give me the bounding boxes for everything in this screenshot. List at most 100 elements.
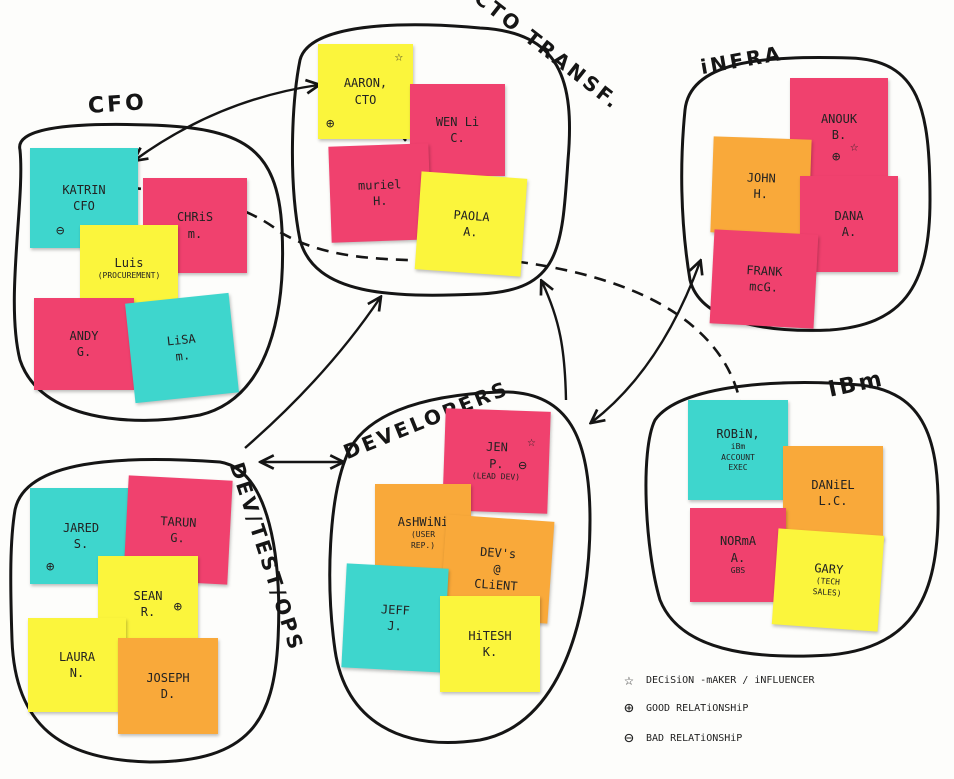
note-text: A. — [730, 550, 746, 565]
note-text: (LEAD DEV) — [471, 470, 521, 482]
legend-decision-maker: ☆ DECiSiON -mAKER / iNFLUENCER — [620, 670, 815, 689]
note-text: A. — [841, 225, 857, 239]
good-relationship-icon: ⊕ — [173, 599, 182, 615]
note-text: CLiENT — [473, 576, 518, 594]
sticky-note-luis: Luis (PROCUREMENT) — [80, 225, 178, 311]
sticky-note-laura: LAURA N. — [28, 618, 126, 712]
note-text: ACCOUNT — [721, 452, 755, 462]
cfo-cluster-label: CFO — [87, 89, 148, 120]
note-text: K. — [482, 645, 498, 659]
note-text: ROBiN, — [716, 426, 760, 441]
note-text: JEN — [485, 440, 509, 455]
good-relationship-icon: ⊕ — [624, 698, 634, 717]
decision-maker-star-icon: ☆ — [850, 139, 859, 155]
sticky-note-lisa: LiSA m. — [125, 292, 239, 404]
note-text: GBS — [730, 565, 746, 575]
note-text: muriel — [357, 177, 402, 193]
note-text: JOHN — [746, 170, 776, 186]
note-text: SALES) — [812, 587, 842, 599]
note-text: JARED — [62, 520, 100, 535]
note-text: R. — [140, 605, 156, 619]
note-text: C. — [450, 131, 465, 145]
note-text: REP.) — [410, 541, 436, 551]
note-text: SEAN — [133, 588, 163, 603]
note-text: G. — [76, 345, 92, 359]
note-text: mcG. — [748, 279, 779, 295]
note-text: m. — [174, 348, 191, 364]
note-text: ANDY — [69, 328, 99, 343]
bad-relationship-icon: ⊖ — [56, 223, 65, 239]
note-text: @ — [492, 561, 502, 577]
sticky-note-daniel: DANiEL L.C. — [783, 446, 883, 540]
note-text: LiSA — [166, 331, 197, 349]
note-text: GARY — [813, 561, 844, 578]
note-text: D. — [160, 687, 176, 701]
note-text: CHRiS — [176, 210, 214, 225]
note-text: A. — [462, 224, 479, 240]
sticky-note-andy: ANDY G. — [34, 298, 134, 390]
note-text: WEN Li — [435, 114, 480, 129]
legend-good-relationship: ⊕ GOOD RELATiONSHiP — [620, 700, 748, 716]
note-text: AARON, — [343, 76, 388, 91]
note-text: N. — [69, 666, 85, 680]
arrow-cfo-cto — [135, 85, 318, 160]
sticky-note-jeff: JEFF J. — [341, 563, 449, 673]
note-text: L.C. — [818, 494, 848, 508]
sticky-note-joseph: JOSEPH D. — [118, 638, 218, 734]
arrow-developers-infra — [592, 262, 700, 422]
sticky-note-robin: ROBiN, iBm ACCOUNT EXEC — [688, 400, 788, 500]
bad-relationship-icon: ⊖ — [518, 457, 528, 475]
decision-maker-star-icon: ☆ — [526, 434, 536, 451]
note-text: H. — [753, 186, 769, 202]
cto-cluster-outline — [290, 23, 572, 297]
legend-bad-relationship-text: BAD RELATiONSHiP — [646, 732, 743, 744]
note-text: CTO — [354, 92, 377, 107]
note-text: DANA — [834, 208, 864, 223]
note-text: ANOUK — [820, 111, 858, 126]
arrow-devtestops-cto — [244, 298, 380, 449]
good-relationship-icon: ⊕ — [46, 559, 55, 575]
note-text: CFO — [73, 199, 95, 213]
sticky-note-muriel: muriel H. — [328, 143, 432, 243]
note-text: (PROCUREMENT) — [97, 270, 161, 280]
decision-maker-star-icon: ☆ — [394, 49, 403, 65]
note-text: DEV's — [479, 544, 517, 562]
note-text: S. — [73, 537, 89, 551]
note-text: KATRIN — [62, 182, 106, 197]
decision-maker-star-icon: ☆ — [624, 670, 634, 689]
legend-decision-maker-text: DECiSiON -mAKER / iNFLUENCER — [646, 674, 815, 686]
sticky-note-aaron: AARON, CTO ⊕ ☆ — [318, 44, 413, 139]
note-text: m. — [187, 226, 203, 241]
bad-relationship-icon: ⊖ — [624, 728, 634, 747]
note-text: H. — [372, 193, 388, 209]
note-text: EXEC — [728, 463, 748, 473]
sticky-note-paola: PAOLA A. — [414, 171, 528, 277]
good-relationship-icon: ⊕ — [832, 149, 841, 165]
note-text: JOSEPH — [146, 670, 190, 685]
note-text: PAOLA — [453, 207, 491, 225]
note-text: FRANK — [746, 262, 783, 279]
sticky-note-frank: FRANK mcG. — [709, 229, 819, 329]
note-text: LAURA — [58, 649, 96, 664]
note-text: Luis — [114, 255, 144, 270]
legend-bad-relationship: ⊖ BAD RELATiONSHiP — [620, 730, 742, 746]
ibm-cluster-outline — [644, 381, 940, 658]
sticky-note-john: JOHN H. — [710, 136, 812, 236]
note-text: TARUN — [160, 513, 197, 530]
note-text: J. — [386, 618, 403, 634]
sticky-note-gary: GARY (TECH SALES) — [771, 528, 885, 632]
note-text: B. — [831, 128, 847, 142]
note-text: HiTESH — [468, 628, 512, 643]
sticky-note-norma: NORmA A. GBS — [690, 508, 786, 602]
arrow-developers-cto — [542, 282, 568, 401]
note-text: JEFF — [380, 602, 411, 618]
note-text: NORmA — [719, 534, 757, 549]
good-relationship-icon: ⊕ — [326, 116, 335, 132]
developers-cluster-outline — [328, 390, 592, 744]
note-text: (USER — [410, 530, 436, 540]
legend-good-relationship-text: GOOD RELATiONSHiP — [646, 702, 749, 714]
note-text: AsHWiNi — [397, 515, 449, 530]
note-text: G. — [169, 530, 186, 546]
devtestops-cluster-outline — [9, 458, 281, 764]
